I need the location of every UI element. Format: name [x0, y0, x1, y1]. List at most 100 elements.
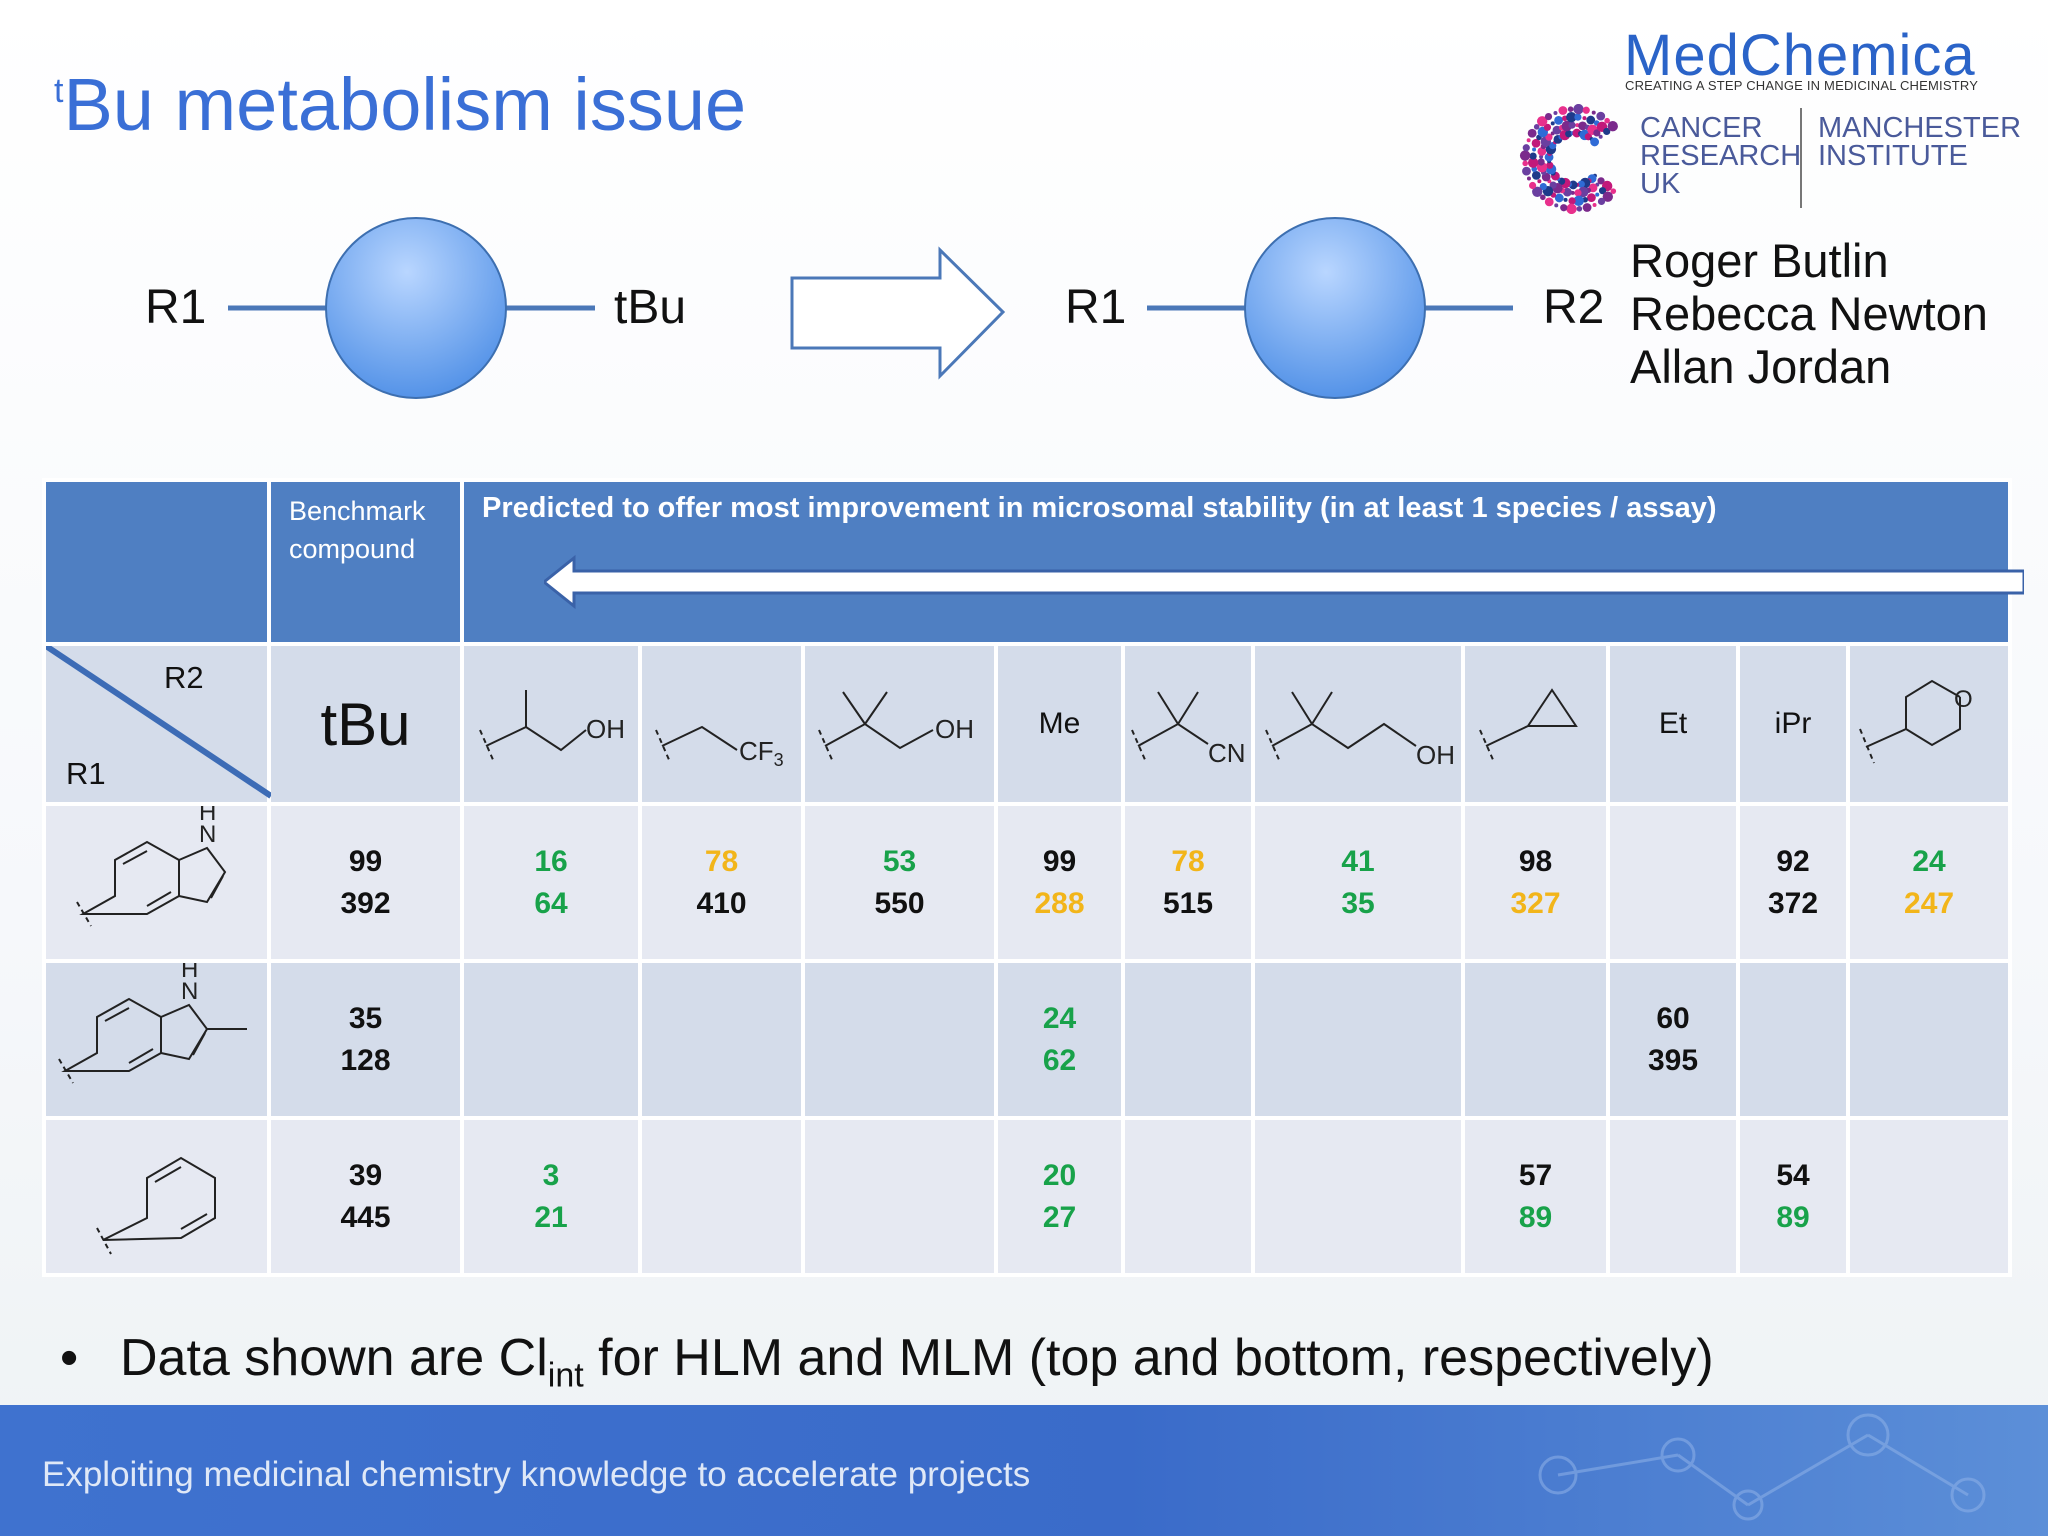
predicted-header: Predicted to offer most improvement in m…: [459, 478, 2024, 646]
data-cell: [460, 959, 642, 1120]
tetrahydropyranyl-structure-icon: O: [1859, 679, 1973, 763]
mlm-value: 27: [1042, 1200, 1077, 1234]
mlm-value: 395: [1647, 1043, 1699, 1077]
r2-column-header: Me: [994, 642, 1125, 806]
data-cell: [801, 959, 998, 1120]
r2-column-header: CF3: [638, 642, 805, 806]
cyclopropyl-structure-icon: [1478, 687, 1578, 762]
hlm-value: 3: [542, 1158, 560, 1192]
data-note-bullet: •Data shown are Clint for HLM and MLM (t…: [60, 1329, 1714, 1395]
manchester-institute-text: MANCHESTER INSTITUTE: [1818, 112, 2022, 172]
author-name: Rebecca Newton: [1630, 287, 1988, 340]
transform-arrow-icon: [790, 246, 1006, 380]
footer-tagline: Exploiting medicinal chemistry knowledge…: [42, 1455, 1031, 1494]
hlm-value: 16: [534, 844, 568, 878]
mlm-value: 515: [1162, 886, 1214, 920]
svg-text:CF3: CF3: [739, 736, 784, 770]
r2-column-header: O: [1845, 642, 2013, 806]
svg-text:CN: CN: [1208, 738, 1246, 768]
cancer-research-text: CANCER RESEARCH UK: [1640, 112, 1802, 200]
data-cell: [1606, 1116, 1740, 1277]
data-cell: [638, 959, 805, 1120]
hydroxy-tert-butyl-structure-icon: OH: [818, 690, 974, 762]
svg-text:OH: OH: [935, 714, 974, 744]
indole-structure-icon: N H: [75, 799, 226, 927]
predicted-header-text: Predicted to offer most improvement in m…: [482, 492, 1717, 524]
hlm-value: 92: [1776, 844, 1810, 878]
svg-text:N: N: [181, 978, 198, 1005]
r2-label-right: R2: [1543, 281, 1605, 334]
medchemica-logo: MedChemica: [1624, 23, 1976, 88]
slide-title: tBu metabolism issue: [54, 62, 746, 147]
mlm-value: 62: [1042, 1043, 1077, 1077]
mlm-value: 392: [340, 886, 391, 920]
hlm-value: 41: [1341, 844, 1375, 878]
data-cell: [1251, 1116, 1465, 1277]
data-cell: [801, 1116, 998, 1277]
mlm-value: 89: [1518, 1200, 1553, 1234]
svg-text:OH: OH: [1416, 740, 1455, 770]
mlm-value: 288: [1034, 886, 1085, 920]
r2-header-row: R2 R1 tBu OH CF3 OH Me: [42, 642, 2013, 806]
header-empty-cell: [42, 478, 271, 646]
r1-label-left: R1: [145, 281, 207, 334]
r2-column-header: tBu: [267, 642, 464, 806]
cancer-research-logo-icon: [1519, 104, 1618, 214]
r1-r2-corner-cell: R2 R1: [42, 642, 271, 806]
r1-structure-cell: N H: [42, 956, 271, 1120]
r2-column-header: Et: [1606, 642, 1740, 806]
hlm-value: 78: [704, 844, 739, 878]
bullet-marker: •: [60, 1329, 79, 1387]
r2-column-header: OH: [460, 642, 642, 806]
left-arrow-icon: [544, 554, 2024, 610]
core-sphere-left: [325, 217, 507, 399]
hlm-value: 53: [882, 844, 917, 878]
mlm-value: 64: [534, 886, 568, 920]
r2-column-header: [1461, 642, 1610, 806]
mlm-value: 247: [1904, 886, 1955, 920]
mlm-value: 445: [340, 1200, 391, 1234]
mlm-value: 35: [1341, 886, 1375, 920]
r1-label-right: R1: [1065, 281, 1127, 334]
phenyl-structure-icon: [95, 1156, 216, 1255]
data-cell: [1121, 1116, 1255, 1277]
hlm-value: 57: [1518, 1158, 1553, 1192]
r1-structure-cell: N H: [42, 799, 271, 963]
data-cell: [1461, 959, 1610, 1120]
author-name: Roger Butlin: [1630, 234, 1889, 287]
data-cell: [1606, 802, 1740, 963]
r2-column-header: OH: [1251, 642, 1465, 806]
tbu-label: tBu: [614, 281, 687, 334]
hlm-value: 54: [1776, 1158, 1810, 1192]
mlm-value: 128: [340, 1043, 391, 1077]
data-cell: [1121, 959, 1255, 1120]
r2-column-header: CN: [1121, 642, 1255, 806]
scheme-diagram: [228, 217, 1513, 399]
hlm-value: 20: [1042, 1158, 1077, 1192]
hlm-value: 99: [1042, 844, 1077, 878]
logo-divider: [1800, 108, 1802, 208]
mlm-value: 372: [1767, 886, 1819, 920]
mlm-value: 89: [1776, 1200, 1810, 1234]
title-superscript: t: [54, 72, 64, 110]
data-cell: [638, 1116, 805, 1277]
corner-r2-label: R2: [164, 660, 204, 695]
